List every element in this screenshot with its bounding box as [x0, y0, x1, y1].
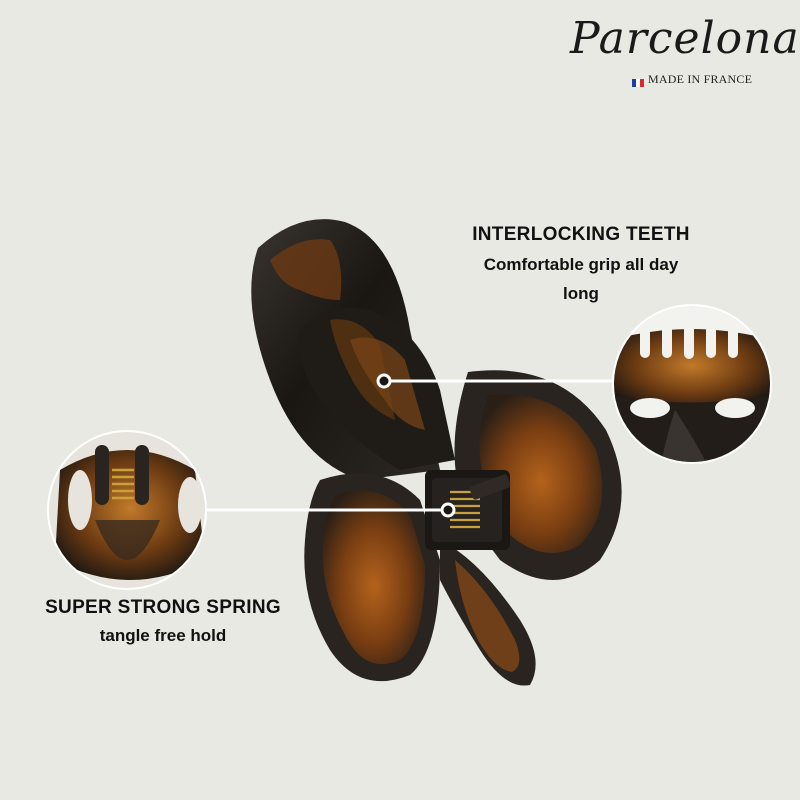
spring-callout-title: SUPER STRONG SPRING [45, 597, 281, 618]
brand-block: Parcelona MADE IN FRANCE [570, 4, 800, 94]
france-flag-icon [632, 76, 644, 88]
teeth-connector [376, 373, 612, 389]
spring-connector [207, 502, 456, 518]
teeth-callout-subtitle: Comfortable grip all day long [483, 255, 679, 303]
teeth-zoom-circle [612, 304, 772, 464]
brand-subtitle: MADE IN FRANCE [648, 72, 753, 86]
spring-callout: SUPER STRONG SPRING tangle free hold [18, 597, 308, 650]
teeth-callout-title: INTERLOCKING TEETH [472, 224, 690, 245]
made-in-france-label: MADE IN FRANCE [632, 72, 753, 88]
hair-clip [251, 219, 622, 686]
spring-zoom-circle [47, 430, 207, 590]
spring-callout-subtitle: tangle free hold [99, 626, 227, 645]
brand-logo: Parcelona [570, 13, 800, 64]
teeth-callout: INTERLOCKING TEETH Comfortable grip all … [448, 224, 714, 308]
